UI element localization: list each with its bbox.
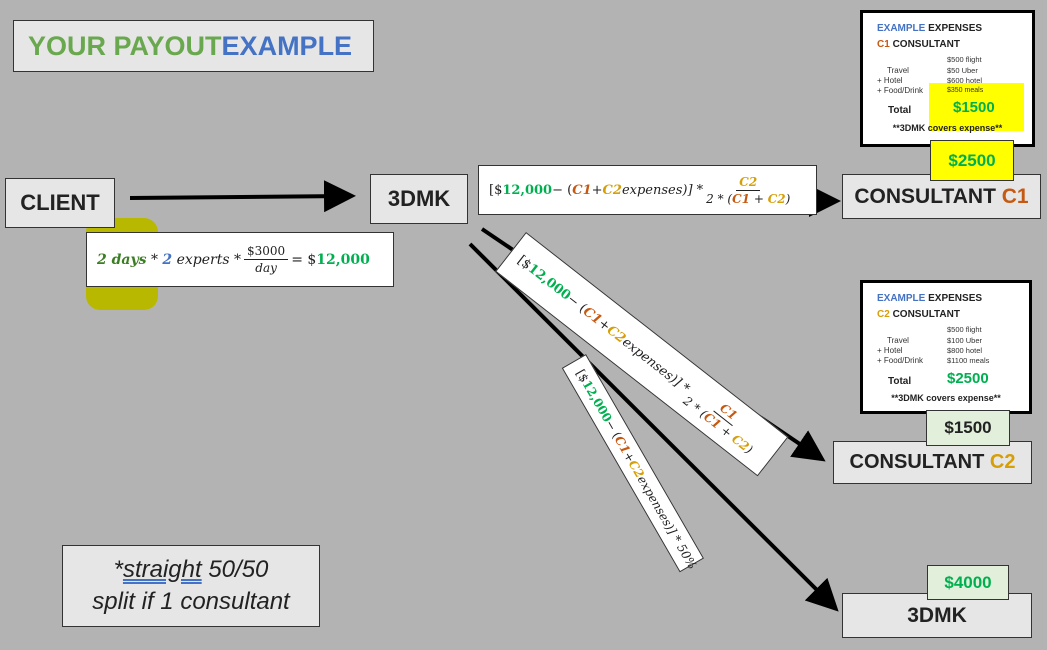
expense-value: $1100 meals: [947, 356, 990, 365]
op-1: *: [146, 251, 163, 268]
expense-value: $600 hotel: [947, 76, 983, 85]
expense-value: $100 Uber: [947, 336, 983, 345]
note-line-1: *straight 50/50: [114, 554, 269, 586]
expense-card-c1: EXAMPLE EXPENSES C1 CONSULTANT $500 flig…: [860, 10, 1035, 147]
expense-label: Travel: [887, 66, 909, 75]
expense-card-c2: EXAMPLE EXPENSES C2 CONSULTANT $500 flig…: [860, 280, 1032, 414]
experts-count: 2: [162, 251, 173, 268]
final-3dmk-node: 3DMK: [842, 593, 1032, 638]
title-part-1: YOUR PAYOUT: [28, 30, 222, 61]
expense-title: EXAMPLE EXPENSES: [877, 23, 982, 34]
payout-c1: $2500: [930, 140, 1014, 181]
expense-total-value: $1500: [953, 99, 995, 116]
expense-subtitle: C1 CONSULTANT: [877, 39, 960, 50]
consultant-1-node: CONSULTANT C1: [842, 174, 1041, 219]
client-label: CLIENT: [20, 190, 100, 215]
expense-label: Travel: [887, 336, 909, 345]
expense-title-2: EXPENSES: [925, 23, 983, 34]
expense-sub-label: CONSULTANT: [889, 309, 960, 320]
f2-amount: 12,000: [525, 260, 574, 304]
payout-3dmk: $4000: [927, 565, 1009, 600]
title-part-2: EXAMPLE: [221, 30, 353, 61]
consultant-2-label: CONSULTANT: [849, 451, 985, 473]
f1-expenses: expenses)] *: [621, 182, 704, 198]
rate-denominator: day: [255, 261, 277, 275]
expense-value: $350 meals: [947, 87, 984, 94]
consultant-1-label: CONSULTANT: [854, 184, 996, 208]
expense-value: $50 Uber: [947, 66, 978, 75]
consultant-1-formula: [$12,000 − (C1 + C2 expenses)] * C2 2 * …: [478, 165, 817, 215]
expense-title-1: EXAMPLE: [877, 293, 926, 304]
expense-sub-id: C1: [877, 39, 890, 50]
f1-den-post: ): [785, 191, 791, 206]
f1-fraction: C2 2 * (C1 + C2): [706, 175, 790, 206]
client-node: CLIENT: [5, 178, 115, 228]
expense-subtitle: C2 CONSULTANT: [877, 309, 960, 320]
f1-den-c2: C2: [767, 191, 786, 206]
f1-lead: [$: [489, 182, 503, 198]
f1-amount: 12,000: [502, 182, 553, 198]
expense-value: $500 flight: [947, 325, 982, 334]
expense-label: + Food/Drink: [877, 356, 924, 365]
f1-c2: C2: [602, 182, 622, 198]
f1-numerator: C2: [736, 175, 761, 191]
consultant-1-id: C1: [1001, 184, 1029, 208]
result-amount: 12,000: [316, 251, 370, 268]
expense-label: + Hotel: [877, 346, 903, 355]
expense-value: $800 hotel: [947, 346, 983, 355]
expense-sub-label: CONSULTANT: [889, 39, 960, 50]
payout-3dmk-value: $4000: [944, 572, 992, 592]
hub-label: 3DMK: [387, 186, 451, 211]
expense-total-value: $2500: [947, 370, 989, 387]
op-2: *: [229, 251, 241, 268]
client-formula: 2 days * 2 experts * $3000 day = $12,000: [86, 232, 394, 287]
note-prefix: *: [113, 555, 123, 583]
expense-sub-id: C2: [877, 309, 890, 320]
equals-text: = $: [291, 251, 317, 268]
hub-node: 3DMK: [370, 174, 468, 224]
days-text: 2 days: [97, 251, 147, 268]
expense-title: EXAMPLE EXPENSES: [877, 293, 982, 304]
note-underlined: straight: [122, 555, 202, 583]
expense-title-1: EXAMPLE: [877, 23, 926, 34]
note-line-1-rest: 50/50: [201, 555, 269, 583]
f1-minus: − (: [552, 182, 573, 198]
payout-c2: $1500: [926, 410, 1010, 446]
rate-numerator: $3000: [244, 244, 289, 260]
expense-title-2: EXPENSES: [925, 293, 983, 304]
f1-den-pre: 2 * (: [706, 191, 733, 206]
expense-label: + Hotel: [877, 76, 903, 85]
f1-den-plus: +: [750, 191, 768, 206]
consultant-2-id: C2: [989, 451, 1016, 473]
f1-plus: +: [591, 182, 603, 198]
expense-note: **3DMK covers expense**: [891, 393, 1001, 403]
f1-c1: C1: [572, 182, 592, 198]
expense-total-label: Total: [888, 105, 912, 116]
expense-value: $500 flight: [947, 55, 982, 64]
final-3dmk-label: 3DMK: [907, 603, 967, 627]
page-title: YOUR PAYOUT EXAMPLE: [13, 20, 374, 72]
split-note: *straight 50/50 split if 1 consultant: [62, 545, 320, 627]
f1-den-c1: C1: [732, 191, 751, 206]
rate-fraction: $3000 day: [244, 244, 289, 275]
payout-c2-value: $1500: [944, 418, 992, 437]
consultant-2-node: CONSULTANT C2: [833, 441, 1032, 484]
arrow-client-to-hub: [129, 180, 356, 213]
expense-note: **3DMK covers expense**: [892, 123, 1003, 133]
note-line-2: split if 1 consultant: [92, 588, 290, 615]
arrow-hub-to-dmk: [468, 242, 839, 612]
expense-highlight: [929, 83, 1024, 131]
experts-word: experts: [172, 251, 230, 268]
payout-c1-value: $2500: [948, 150, 996, 170]
expense-label: + Food/Drink: [877, 86, 924, 95]
expense-total-label: Total: [888, 376, 912, 387]
